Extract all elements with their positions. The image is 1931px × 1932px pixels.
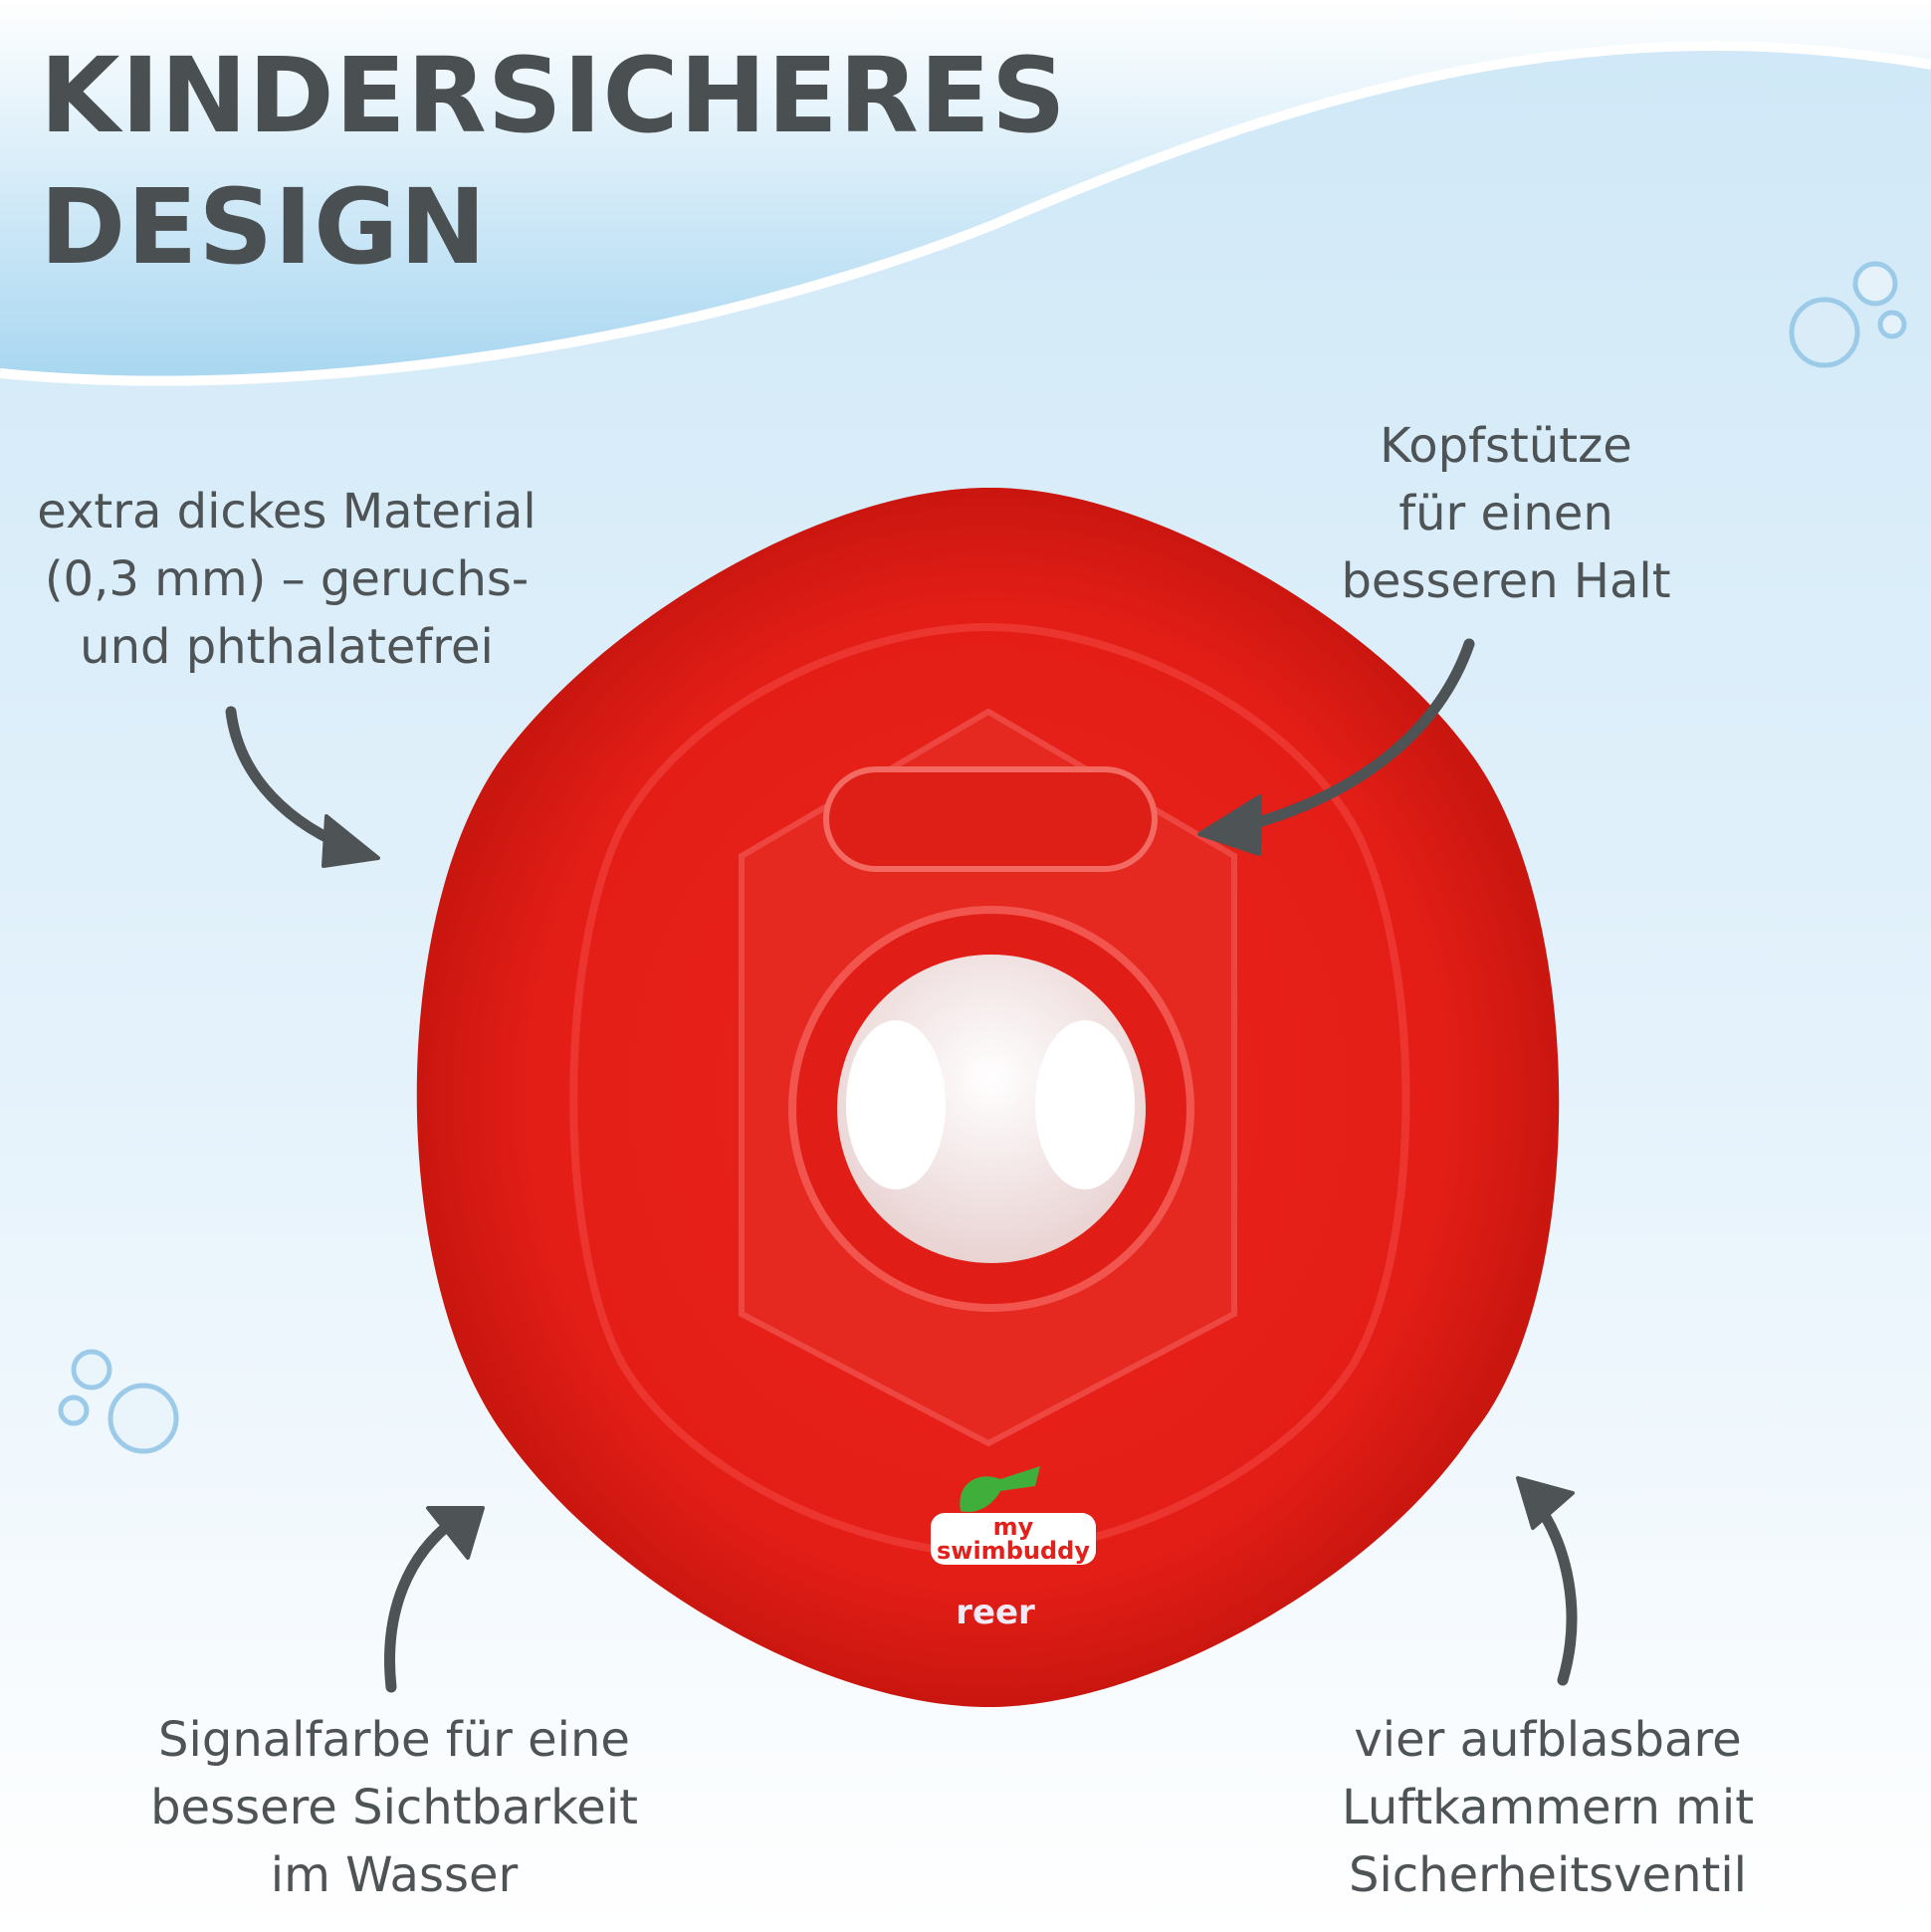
bubbles-top-right	[1789, 261, 1907, 368]
note-line: Luftkammern mit	[1341, 1780, 1755, 1835]
arrows	[225, 638, 1578, 1693]
wave-line	[0, 41, 1931, 386]
note-line: Kopfstütze	[1380, 418, 1632, 474]
title-line-2: DESIGN	[40, 166, 488, 288]
note-headrest: Kopfstütze für einen besseren Halt	[1341, 412, 1670, 615]
product-logo: my swimbuddy reer	[931, 1461, 1096, 1632]
note-line: bessere Sichtbarkeit	[150, 1780, 638, 1835]
headrest	[823, 766, 1158, 872]
note-line: für einen	[1398, 486, 1613, 541]
arrow-color	[384, 1512, 464, 1693]
note-air-chambers: vier aufblasbare Luftkammern mit Sicherh…	[1342, 1706, 1754, 1909]
page-title: KINDERSICHERES DESIGN	[40, 30, 1067, 293]
note-line: (0,3 mm) – geruchs-	[44, 551, 530, 607]
arrow-headrest	[1218, 638, 1475, 837]
bubbles-bottom-left	[58, 1349, 179, 1454]
note-line: extra dickes Material	[37, 484, 536, 539]
swimbuddy-label: my swimbuddy	[931, 1513, 1096, 1565]
note-line: vier aufblasbare	[1354, 1712, 1742, 1768]
note-line: besseren Halt	[1341, 553, 1671, 609]
title-line-1: KINDERSICHERES	[40, 35, 1067, 156]
note-signal-color: Signalfarbe für eine bessere Sichtbarkei…	[150, 1706, 638, 1909]
wave-header	[0, 0, 1931, 376]
crocodile-icon	[960, 1466, 1040, 1512]
note-material: extra dickes Material (0,3 mm) – geruchs…	[37, 478, 536, 681]
note-line: und phthalatefrei	[80, 619, 494, 675]
swim-seat-ring	[416, 487, 1560, 1708]
note-line: Signalfarbe für eine	[158, 1712, 630, 1768]
brand-reer: reer	[956, 1593, 1035, 1632]
note-line: im Wasser	[270, 1847, 519, 1903]
note-line: Sicherheitsventil	[1348, 1847, 1747, 1903]
